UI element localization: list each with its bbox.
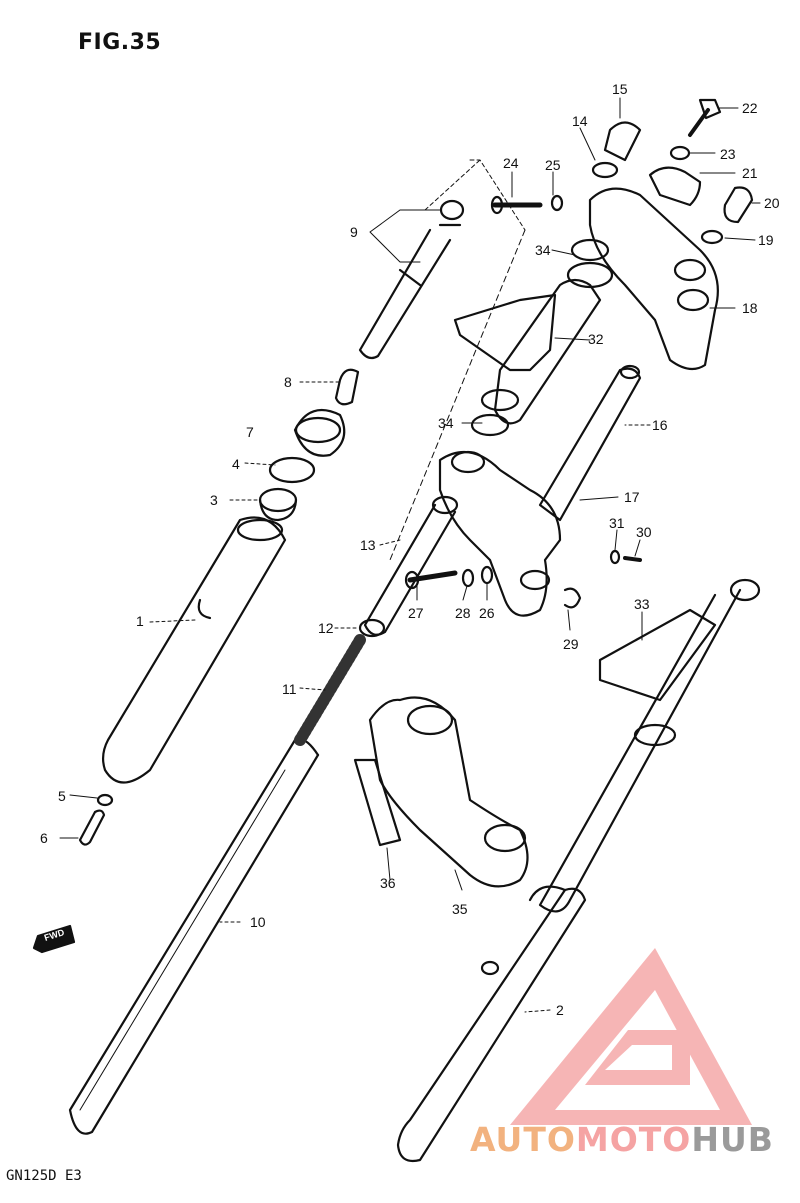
stem-nut-15 [603,121,642,162]
lower-bracket-35 [368,696,529,888]
gasket-5 [96,793,114,807]
callout-32: 32 [588,331,604,347]
callout-26: 26 [479,605,495,621]
watermark-part-1: AUTO [470,1120,576,1159]
retainer-ring-4 [268,456,316,484]
clamp-29 [563,587,582,609]
outer-tube-1 [101,516,287,784]
callout-30: 30 [636,524,652,540]
washer-23 [669,145,691,161]
callout-15: 15 [612,81,628,97]
callout-27: 27 [408,605,424,621]
callout-17: 17 [624,489,640,505]
callout-29: 29 [563,636,579,652]
damper-rod-13 [358,495,459,638]
upper-bracket-32 [453,278,602,425]
steering-stem-16 [538,364,642,522]
outer-tube-2 [396,885,587,1163]
leader-lines [59,97,761,1013]
callout-7: 7 [246,424,254,440]
bolt-6 [78,809,106,846]
callout-35: 35 [452,901,468,917]
lower-bracket-17 [438,450,562,617]
dust-seal-7 [293,408,346,457]
spacer-8 [334,368,360,406]
callout-33: 33 [634,596,650,612]
screw-30 [623,556,642,562]
callout-4: 4 [232,456,240,472]
callout-20: 20 [764,195,780,211]
callout-25: 25 [545,157,561,173]
nut-25 [550,194,564,212]
bolt-27 [404,570,458,590]
callout-10: 10 [250,914,266,930]
callout-28: 28 [455,605,471,621]
callout-21: 21 [742,165,758,181]
callout-24: 24 [503,155,519,171]
model-code: GN125D E3 [6,1168,82,1184]
callout-8: 8 [284,374,292,390]
handlebar-holder-21 [648,166,702,207]
fwd-arrow-icon [32,924,76,954]
callout-22: 22 [742,100,758,116]
washer-19 [700,229,724,245]
callout-34-lower: 34 [438,415,454,431]
callout-11: 11 [282,681,297,697]
watermark-text: AUTOMOTOHUB [470,1120,774,1159]
callout-3: 3 [210,492,218,508]
callout-13: 13 [360,537,376,553]
callout-1: 1 [136,613,144,629]
callout-36: 36 [380,875,396,891]
fork-tube-assembly-33 [538,578,761,913]
callout-6: 6 [40,830,48,846]
washer-14 [591,161,619,179]
inner-tube-10 [68,737,320,1135]
oil-seal-3 [258,487,298,522]
callout-19: 19 [758,232,774,248]
callout-23: 23 [720,146,736,162]
callout-14: 14 [572,113,588,129]
figure-title: FIG.35 [78,30,162,55]
watermark-part-2: MOTO [575,1120,692,1159]
washer-28 [461,568,475,588]
bearing-34-upper [566,238,614,289]
callout-31: 31 [609,515,625,531]
callout-18: 18 [742,300,758,316]
bracket-cover-36 [353,758,402,847]
callout-9: 9 [350,224,358,240]
fork-bolt-9 [358,199,465,360]
callout-12: 12 [318,620,334,636]
nut-26 [480,565,494,585]
callout-5: 5 [58,788,66,804]
fork-spring-11 [294,634,366,746]
callout-2: 2 [556,1002,564,1018]
washer-31 [609,549,621,565]
bearing-34-lower [470,388,520,437]
steering-bracket-18 [588,187,719,371]
bolt-22 [688,98,722,137]
callout-16: 16 [652,417,668,433]
watermark-logo [510,948,752,1125]
bolt-20 [723,186,754,224]
bolt-24 [490,195,543,215]
callout-34-upper: 34 [535,242,551,258]
watermark-part-3: HUB [691,1120,774,1159]
